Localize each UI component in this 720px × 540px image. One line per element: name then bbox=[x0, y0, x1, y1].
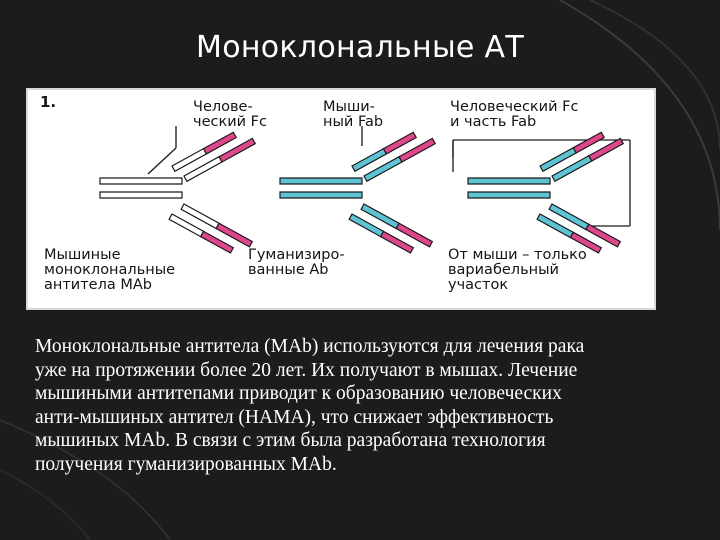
body-paragraph: Моноклональные антитела (MAb) используют… bbox=[35, 335, 715, 476]
body-line: мышиными антитепами приводит к образован… bbox=[35, 383, 562, 404]
humanized-ab-fc-chain bbox=[279, 177, 363, 185]
label-humanized-ab: Гуманизиро- ванные Ab bbox=[248, 247, 345, 278]
antibody-diagram bbox=[99, 126, 631, 254]
label-human-fc: Челове- ческий Fc bbox=[193, 99, 267, 130]
mouse-mab-fab-light bbox=[202, 131, 238, 155]
humanized-ab-fab-heavy bbox=[398, 137, 437, 163]
body-line: Моноклональные антитела (MAb) используют… bbox=[35, 336, 585, 357]
mouse-mab-fab-heavy bbox=[218, 137, 257, 163]
humanized-ab-fc-chain bbox=[279, 191, 363, 199]
body-line: уже на протяжении более 20 лет. Их получ… bbox=[35, 359, 578, 381]
body-line: получения гуманизированных MAb. bbox=[35, 453, 337, 475]
label-variable-region: От мыши – только вариабельный участок bbox=[448, 247, 587, 293]
chimeric-ab-fc-chain bbox=[467, 177, 551, 185]
humanized-ab-fab-heavy bbox=[395, 222, 434, 248]
slide-title: Моноклональные АТ bbox=[196, 30, 524, 65]
body-line: мышиных MAb. В связи с этим была разрабо… bbox=[35, 430, 546, 451]
body-line: анти-мышиных антител (HAMA), что снижает… bbox=[35, 406, 554, 428]
mouse-mab-fab-heavy bbox=[215, 222, 254, 248]
label-mouse-fab: Мыши- ный Fab bbox=[323, 99, 384, 130]
humanized-ab-fab-light bbox=[379, 230, 415, 254]
mouse-mab-fab-light bbox=[199, 230, 235, 254]
chimeric-ab-fab-light bbox=[569, 231, 603, 254]
chimeric-ab-fab-heavy bbox=[585, 223, 622, 248]
panel-number: 1. bbox=[40, 93, 57, 111]
antibody-figure: 1. Челове- ческий Fc Мыши- ный Fab Челов… bbox=[26, 88, 656, 310]
chimeric-ab-fc-chain bbox=[467, 191, 551, 199]
label-mouse-mab: Мышиные моноклональные антитела MAb bbox=[44, 247, 176, 293]
mouse-mab-fc-chain bbox=[99, 191, 183, 199]
chimeric-ab-fab-heavy bbox=[587, 137, 625, 162]
chimeric-ab-fab-light bbox=[572, 131, 606, 154]
humanized-ab-fab-light bbox=[382, 131, 418, 155]
mouse-mab-fc-chain bbox=[99, 177, 183, 185]
label-human-fc-part-fab: Человеческий Fc и часть Fab bbox=[450, 99, 579, 130]
